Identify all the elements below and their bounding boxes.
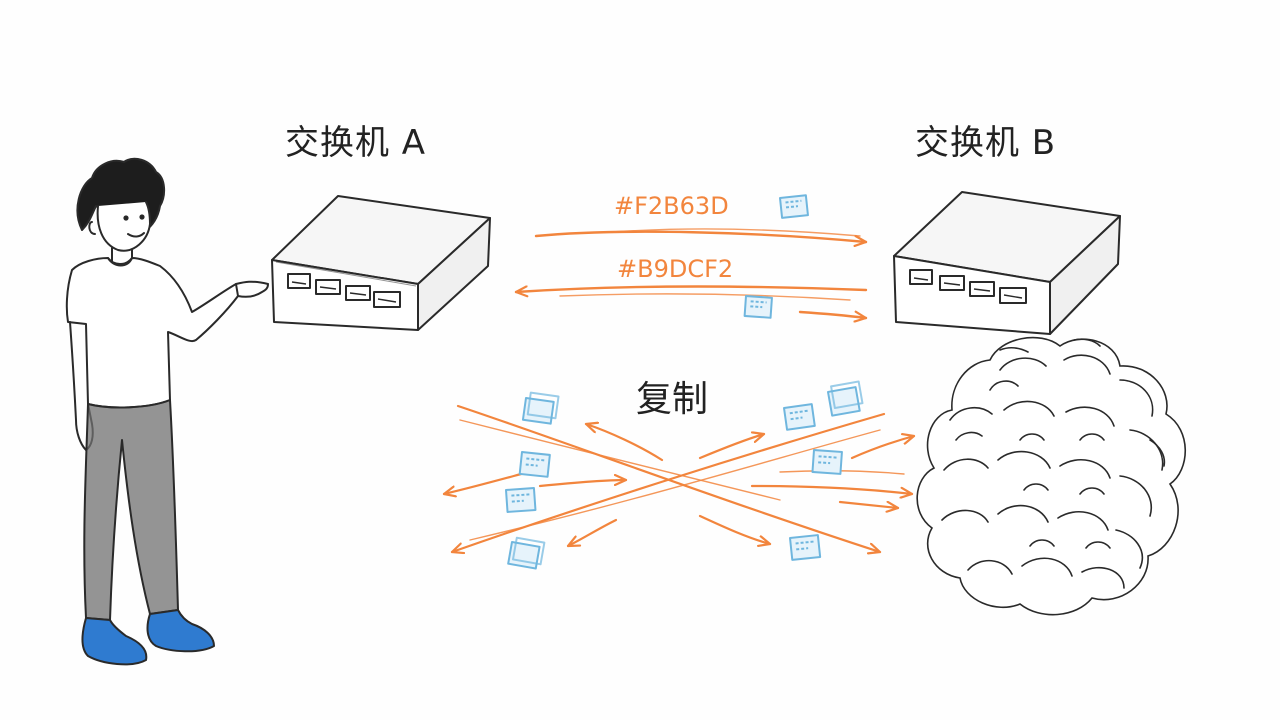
data-packet-icon (518, 451, 551, 478)
person-face (96, 201, 151, 252)
switch-b-label: 交换机 B (915, 123, 1057, 163)
arrow-cross-2 (459, 419, 781, 501)
person-shoe-right (146, 609, 215, 653)
data-packet-icon (507, 536, 546, 570)
person-pants (83, 399, 179, 621)
switch-a-device (271, 195, 491, 331)
arrow-cross-9 (566, 518, 618, 548)
color-code-bottom: #B9DCF2 (617, 255, 734, 283)
switch-a-ports (287, 273, 401, 308)
arrow-cross-3 (450, 412, 886, 552)
switch-b-device (893, 191, 1121, 335)
arrow-cross-5 (584, 424, 664, 462)
cloud-icon (916, 336, 1187, 616)
data-packet-icon (521, 391, 560, 425)
data-packet-icon (779, 194, 809, 219)
arrow-cross-14 (838, 502, 900, 508)
color-code-top: #F2B63D (614, 192, 729, 220)
data-packets (505, 194, 864, 570)
arrow-cross-12 (779, 469, 905, 475)
arrow-cross-8 (538, 480, 628, 488)
switch-b-ports (909, 269, 1027, 304)
arrow-cross-1 (456, 404, 882, 552)
data-packet-icon (783, 403, 816, 431)
person-figure (65, 157, 269, 666)
switch-a-label: 交换机 A (285, 123, 427, 163)
data-packet-icon (827, 380, 864, 417)
data-packet-icon (811, 449, 843, 475)
crossing-arrows (442, 404, 916, 552)
copy-label: 复制 (636, 379, 709, 420)
data-packet-icon (789, 534, 822, 561)
arrow-cross-11 (750, 484, 914, 494)
top-arrows (514, 228, 868, 318)
arrow-b-to-a (514, 287, 868, 293)
data-packet-icon (743, 295, 773, 319)
person-shirt (65, 257, 239, 409)
arrow-cross-13 (850, 436, 916, 460)
person-shoe-left (81, 617, 148, 666)
data-packet-icon (505, 487, 537, 513)
arrow-cross-4 (469, 429, 881, 541)
arrow-cross-10 (698, 514, 772, 544)
arrow-cross-6 (698, 434, 766, 460)
arrow-a-to-b (534, 230, 868, 242)
